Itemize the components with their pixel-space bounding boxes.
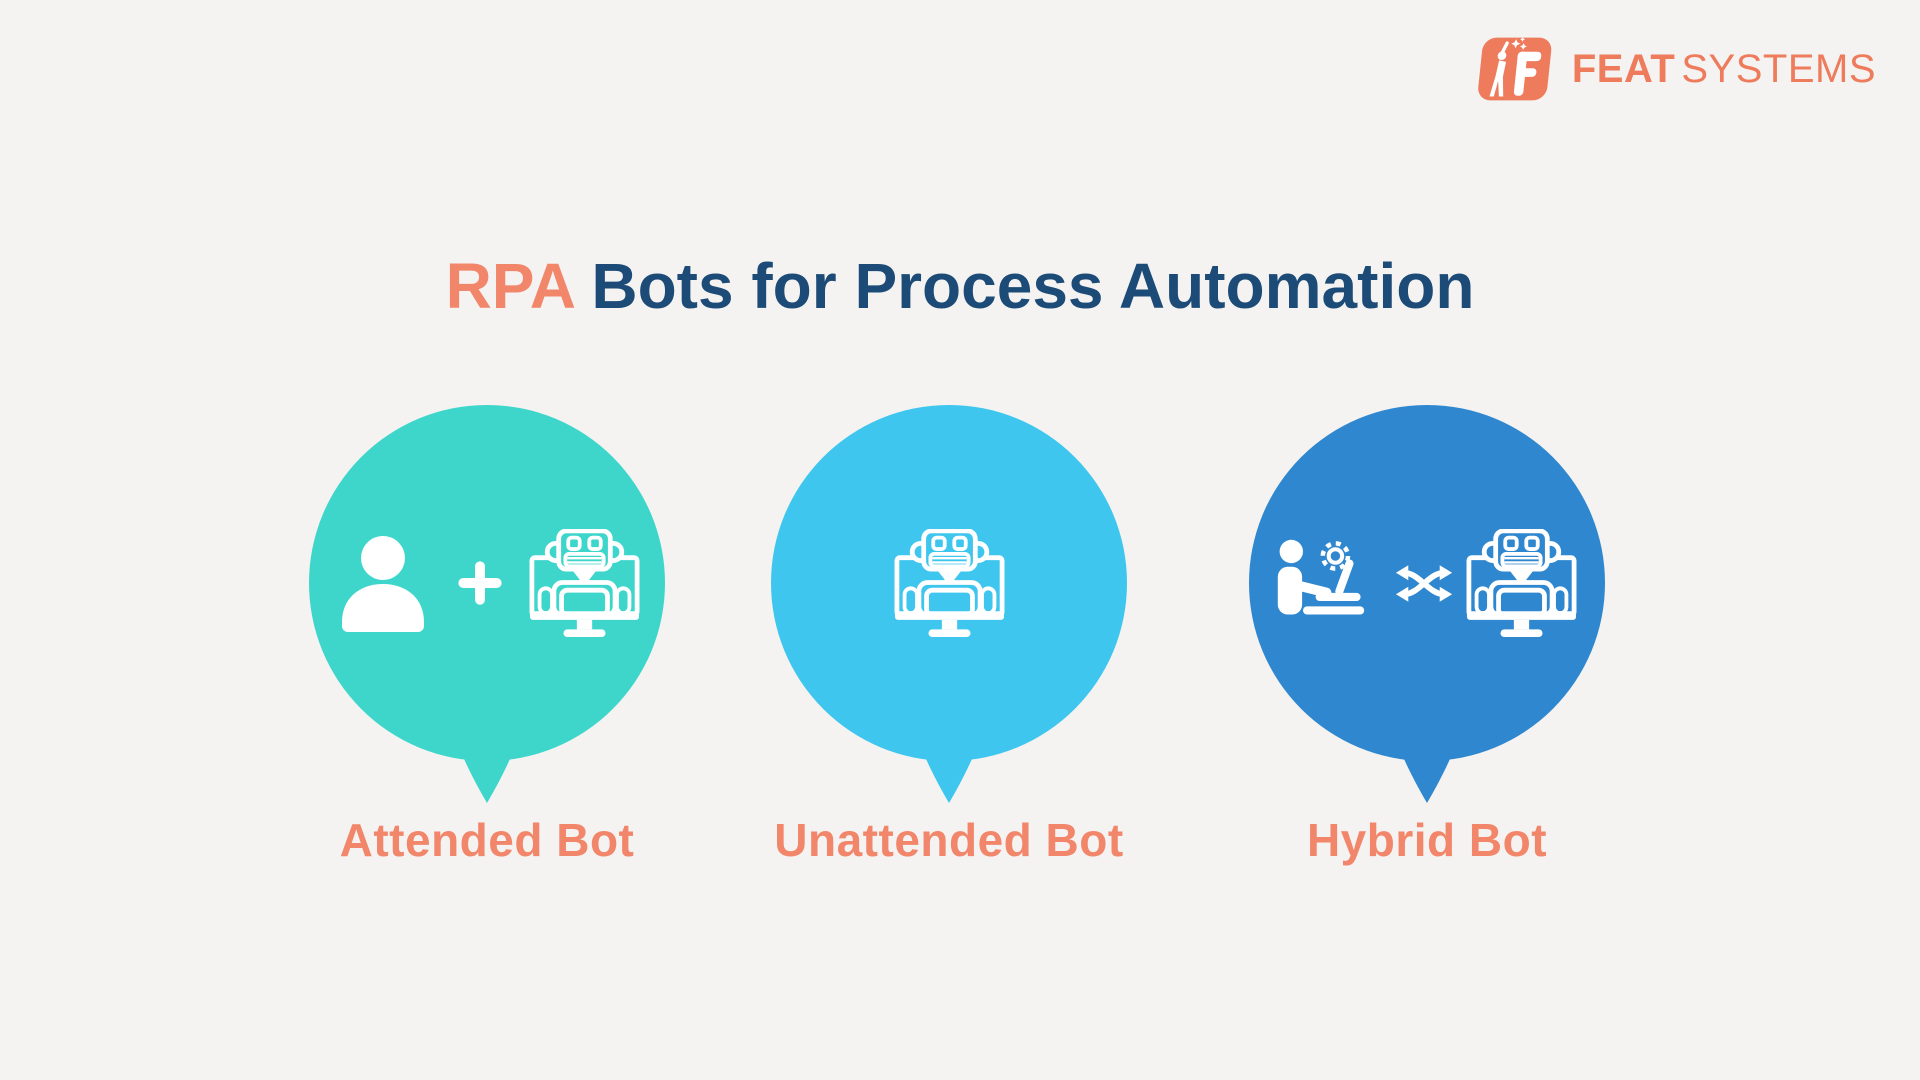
hybrid-bot-bubble: Hybrid Bot: [1237, 393, 1617, 893]
bubble-label: Hybrid Bot: [1306, 814, 1548, 866]
attended-bot-icons: [297, 393, 677, 773]
title-rest: Bots for Process Automation: [591, 250, 1475, 322]
unattended-bot-bubble: Unattended Bot: [759, 393, 1139, 893]
brand-name-bold: FEAT: [1571, 46, 1676, 91]
unattended-bot-icons: [759, 393, 1139, 773]
robot-on-monitor-icon: [527, 529, 642, 638]
person-at-laptop-with-gear-icon: [1276, 538, 1384, 628]
shuffle-arrows-icon: [1394, 562, 1454, 605]
robot-on-monitor-icon: [892, 529, 1007, 638]
attended-bot-bubble: Attended Bot: [297, 393, 677, 893]
feat-logo-icon: [1471, 36, 1556, 102]
bubble-label: Attended Bot: [339, 814, 635, 866]
title-highlight: RPA: [445, 250, 574, 322]
robot-on-monitor-icon: [1464, 529, 1579, 638]
page-title: RPA Bots for Process Automation: [0, 248, 1920, 325]
plus-icon: [455, 558, 505, 608]
hybrid-bot-icons: [1237, 393, 1617, 773]
brand-name-regular: SYSTEMS: [1681, 46, 1876, 91]
bubble-label: Unattended Bot: [774, 814, 1124, 866]
person-icon: [333, 533, 433, 633]
